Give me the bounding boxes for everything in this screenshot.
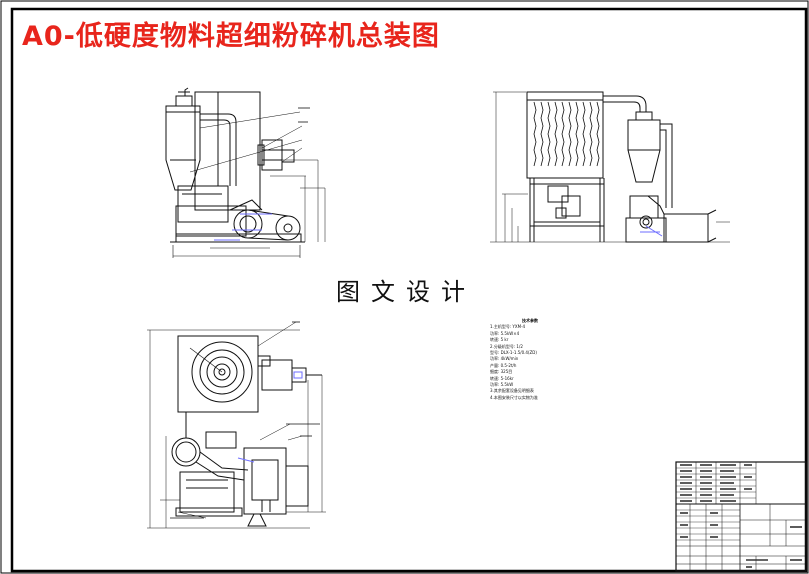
notes-line: 3.其余配套设备见明细表 [490, 388, 534, 394]
technical-notes: 技术参数 1.主机型号: YXM-4 功率: 5.5kW×4 转速: 5 kr … [490, 318, 570, 401]
drawing-frame [10, 7, 808, 573]
notes-line: 功率: 5.5kW [490, 382, 514, 388]
notes-line: 4.本图安装尺寸以实物为准 [490, 394, 538, 400]
notes-line: 转速: 5 kr [490, 337, 509, 343]
notes-line: 产量: 0.5-2t/h [490, 362, 517, 368]
notes-line: 功率: 5.5kW×4 [490, 330, 520, 336]
design-watermark: 图文设计 [336, 278, 476, 306]
notes-line: 细度: 325目 [490, 369, 513, 375]
title-block [675, 461, 807, 572]
drawing-title: A0-低硬度物料超细粉碎机总装图 [22, 21, 440, 52]
notes-line: 转速: 5-16kr [490, 375, 514, 381]
notes-line: 功率: 4kW/min [490, 356, 519, 362]
front-view [165, 87, 326, 258]
notes-line: 1.主机型号: YXM-4 [490, 324, 526, 330]
notes-heading: 技术参数 [522, 318, 538, 323]
top-view [147, 321, 326, 529]
side-view [490, 91, 730, 243]
notes-line: 2.分级机型号: 1/2 [490, 343, 523, 349]
notes-line: 型号: DLX-1-1.5/0.4(ZD) [490, 350, 537, 356]
